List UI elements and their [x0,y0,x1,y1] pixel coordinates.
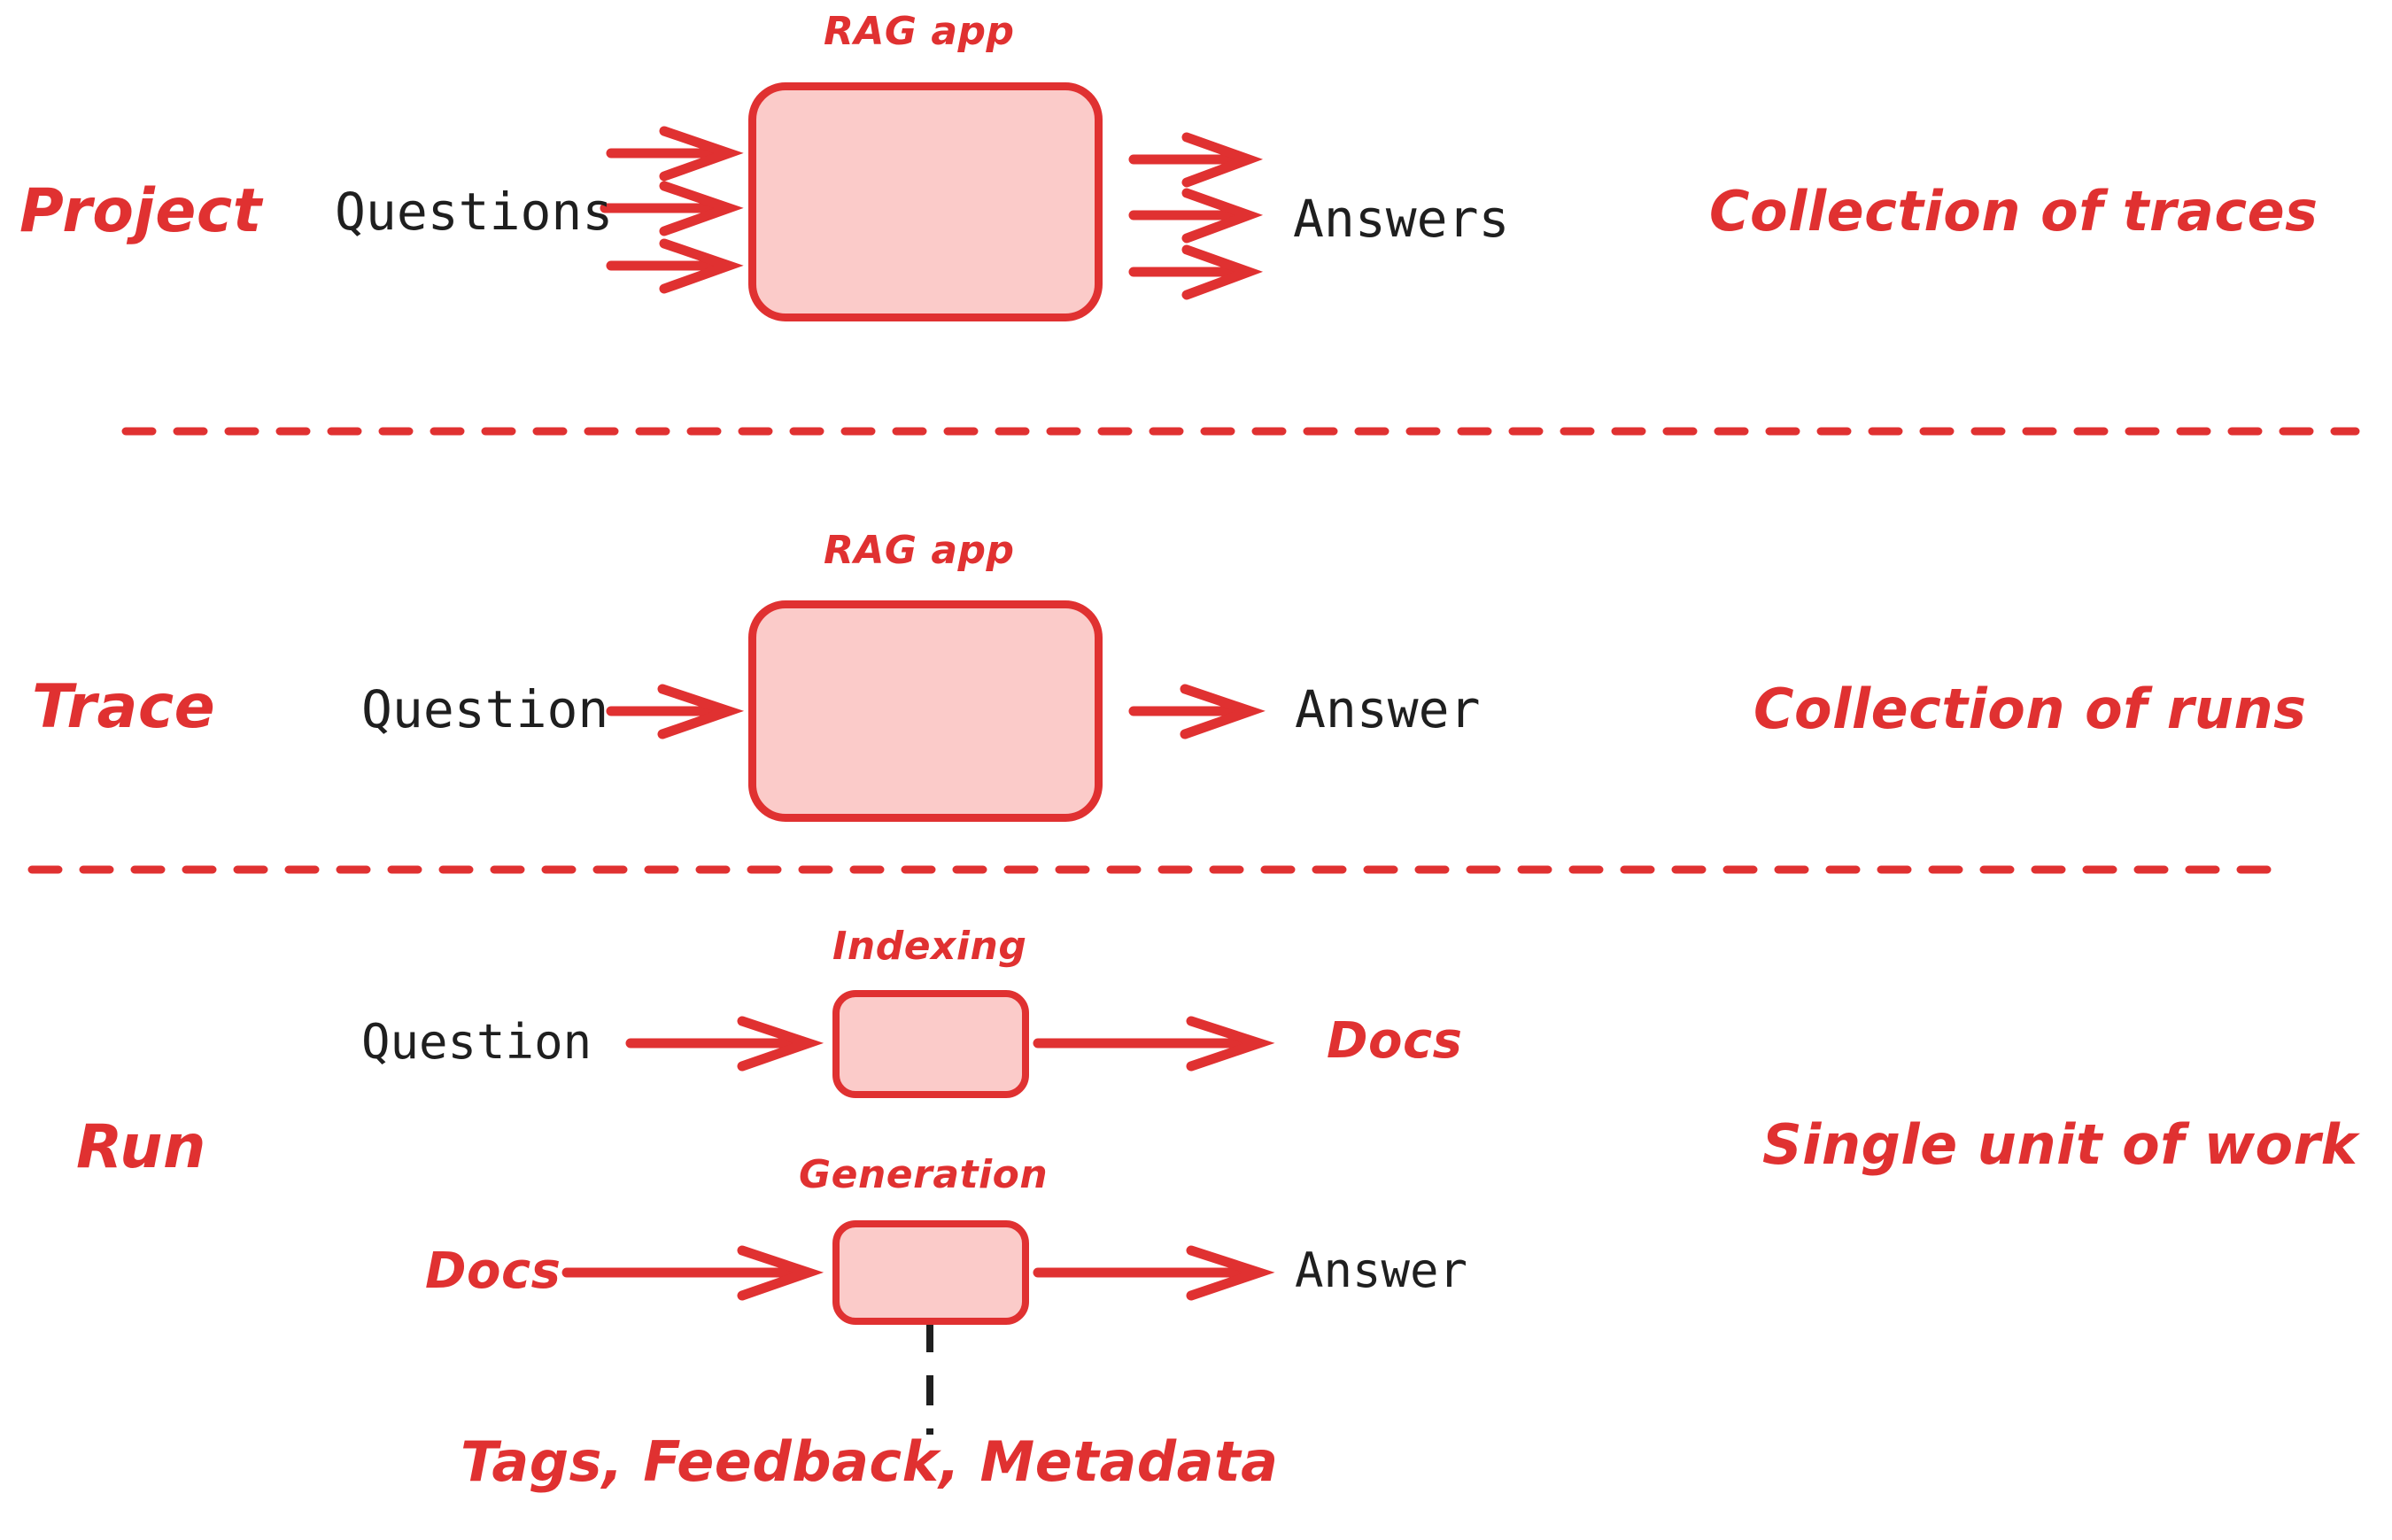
indexing-input-label: Question [361,1014,592,1070]
tier-label-run: Run [76,1112,206,1182]
generation-output-label: Answer [1295,1242,1468,1298]
project-input-label: Questions [335,182,614,242]
trace-process-box [748,600,1103,822]
project-output-arrows [1128,132,1264,300]
indexing-output-label: Docs [1327,1012,1463,1070]
indexing-box-label: Indexing [832,924,1027,969]
project-box-label: RAG app [824,9,1015,54]
project-output-label: Answers [1293,189,1510,249]
run-metadata-note: Tags, Feedback, Metadata [461,1429,1279,1494]
project-input-arrows [600,126,744,294]
trace-box-label: RAG app [824,528,1015,573]
trace-input-arrow [606,684,745,739]
generation-output-arrow [1033,1245,1275,1301]
indexing-process-box [832,990,1029,1098]
tier-label-project: Project [19,176,262,246]
indexing-input-arrow [625,1016,824,1072]
tier-description-run: Single unit of work [1762,1112,2358,1177]
tier-description-project: Collection of traces [1709,179,2318,244]
project-process-box [748,82,1103,321]
generation-input-label: Docs [425,1242,561,1300]
trace-output-arrow [1128,684,1266,739]
generation-input-arrow [561,1245,824,1301]
tier-label-trace: Trace [32,672,216,742]
trace-output-label: Answer [1295,679,1481,739]
generation-process-box [832,1220,1029,1325]
tier-description-trace: Collection of runs [1753,677,2307,741]
generation-box-label: Generation [799,1152,1049,1197]
indexing-output-arrow [1033,1016,1275,1072]
trace-input-label: Question [361,679,609,739]
